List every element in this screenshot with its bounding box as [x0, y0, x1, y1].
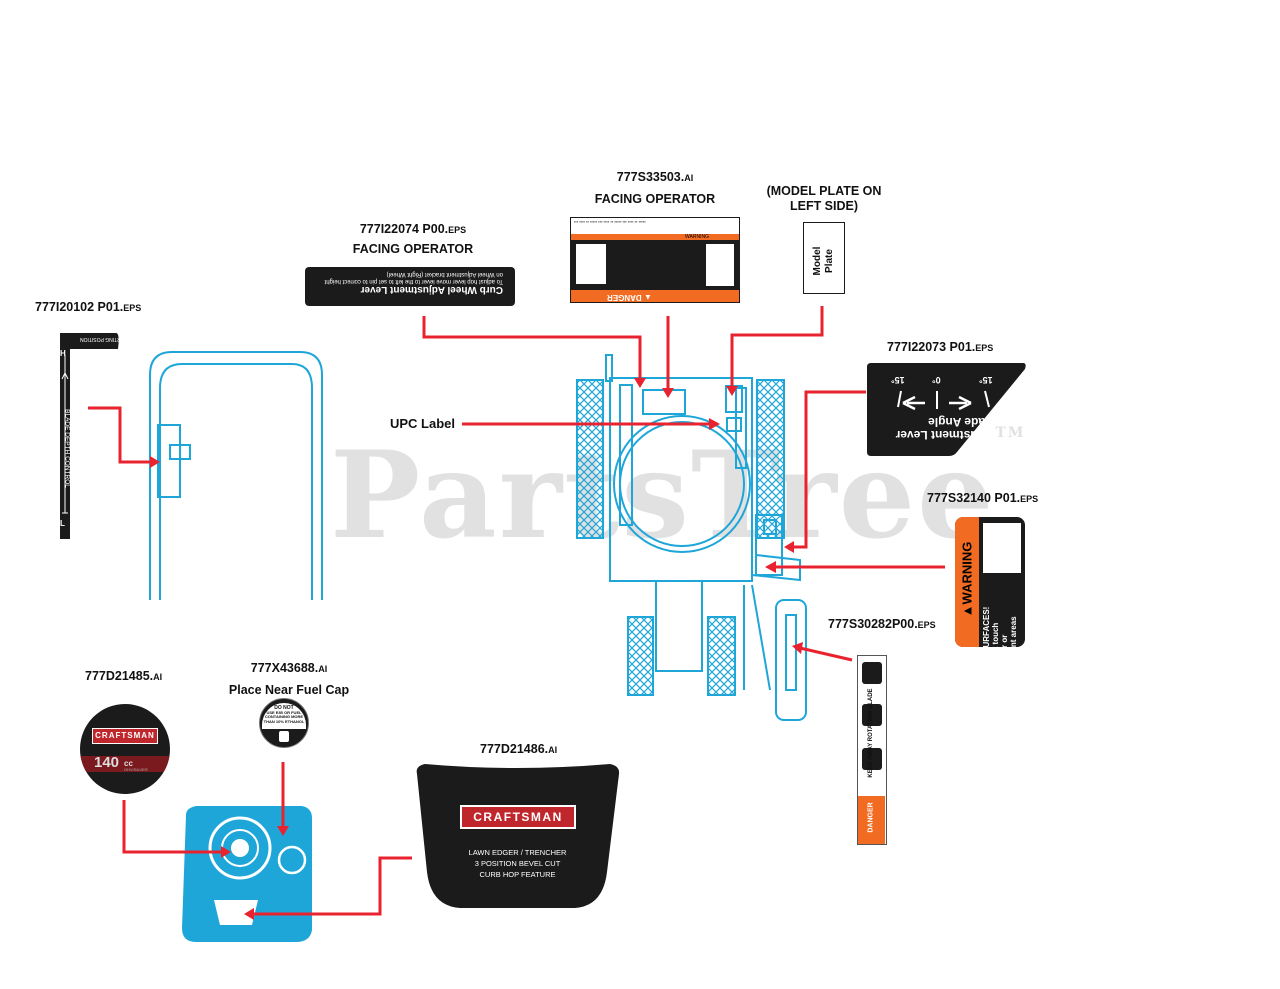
- label-777d21486: 777D21486.AI: [480, 742, 558, 756]
- label-777s30282: 777S30282P00.EPS: [828, 617, 936, 631]
- decal-blade-angle-lever: Adjustment Lever Blade Angle 15° 0° 15°: [867, 363, 1027, 456]
- decal-craftsman-engine-badge: CRAFTSMAN 140 cc OHV/SILVER: [80, 704, 170, 794]
- decal-777s33503: ▪▪▪ ▪▪▪▪ ▪▪ ▪▪▪▪▪ ▪▪▪ ▪▪▪▪ ▪▪ ▪▪▪▪▪ ▪▪▪ …: [570, 217, 740, 303]
- label-777s32140: 777S32140 P01.EPS: [927, 491, 1039, 505]
- edger-drawing: [576, 354, 807, 721]
- decal-hot-surface-warning: ▲WARNING HOT SURFACES! Do not touch muff…: [955, 517, 1025, 647]
- label-777s33503: 777S33503.AI FACING OPERATOR: [594, 170, 716, 206]
- label-777i20102: 777I20102 P01.EPS: [35, 300, 142, 314]
- decal-keep-away-blade: KEEP AWAY ROTATING BLADE DANGER: [857, 655, 887, 845]
- decal-model-plate: Model Plate: [803, 222, 845, 294]
- decal-craftsman-shroud: CRAFTSMAN LAWN EDGER / TRENCHER 3 POSITI…: [415, 760, 620, 910]
- label-777d21485: 777D21485.AI: [85, 669, 163, 683]
- label-777i22073: 777I22073 P01.EPS: [887, 340, 994, 354]
- label-model-plate-location: (MODEL PLATE ON LEFT SIDE): [766, 184, 882, 213]
- decal-fuel-cap-warning: DO NOT USE E85 OR FUEL CONTAINING MORE T…: [259, 698, 309, 748]
- label-777i22074: 777I22074 P00.EPS FACING OPERATOR: [352, 222, 474, 256]
- decal-blade-depth-control: STARTING POSITION H L BLADE DEPTH CONTRO…: [58, 333, 144, 539]
- engine-drawing: [182, 806, 312, 942]
- decal-curb-wheel-lever: Curb Wheel Adjustment Lever To adjust ho…: [305, 267, 515, 306]
- callout-arrows: [88, 306, 945, 916]
- arrow-heads: [150, 378, 803, 920]
- handle-drawing: [149, 351, 323, 600]
- upc-label-callout: UPC Label: [390, 416, 456, 431]
- label-777x43688: 777X43688.AI Place Near Fuel Cap: [228, 661, 350, 697]
